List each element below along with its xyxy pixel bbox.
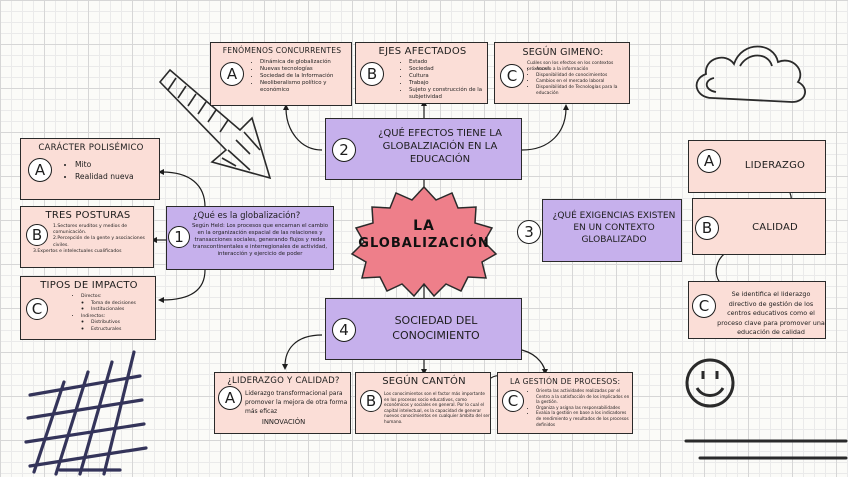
q1-title: ¿Qué es la globalización? bbox=[193, 211, 301, 221]
list-item: Distributivos bbox=[91, 320, 157, 327]
fenomenos-title: FENÓMENOS CONCURRENTES bbox=[222, 46, 342, 55]
calidad-title: CALIDAD bbox=[752, 222, 798, 233]
connector-q1-impacto bbox=[161, 269, 206, 301]
smiley-face-icon bbox=[685, 358, 735, 408]
polisemico-letter: A bbox=[28, 158, 52, 182]
list-item: Cambios en el mercado laboral bbox=[536, 79, 631, 85]
q3-number: 3 bbox=[517, 220, 541, 244]
connector-calidad-identifica bbox=[715, 249, 731, 286]
posturas-box: TRES POSTURAS 1.Sectores eruditos y medi… bbox=[20, 206, 154, 268]
q1-box: ¿Qué es la globalización? Según Held: Lo… bbox=[166, 206, 334, 270]
list-item: Estructurales bbox=[91, 327, 157, 334]
list-item: Disponibilidad de Tecnologías para la ed… bbox=[536, 85, 631, 97]
list-item: 2.Percepción de la gente y asociaciones … bbox=[53, 236, 145, 248]
liderazgo-letter: A bbox=[697, 149, 721, 173]
center-title-line1: LA bbox=[413, 218, 435, 234]
posturas-list: 1.Sectores eruditos y medios de comunica… bbox=[33, 224, 153, 255]
liderazgo-calidad-title: ¿LIDERAZGO Y CALIDAD? bbox=[227, 376, 340, 386]
fenomenos-letter: A bbox=[220, 62, 244, 86]
q2-title: ¿QUÉ EFECTOS TIENE LA GLOBALZIACIÓN EN L… bbox=[378, 128, 502, 165]
polisemico-title: CARÁCTER POLISÉMICO bbox=[38, 143, 144, 153]
list-item: Dinámica de globalización bbox=[260, 59, 351, 66]
list-item: Institucionales bbox=[91, 307, 157, 314]
fenomenos-list: Dinámica de globalización Nuevas tecnolo… bbox=[251, 59, 351, 94]
list-item: Evalúa la gestión en base a los indicado… bbox=[536, 410, 632, 427]
identifica-letter: C bbox=[692, 294, 716, 318]
liderazgo-calidad-letter: A bbox=[218, 386, 242, 410]
gimeno-intro: Cuáles son los efectos en los contextos … bbox=[527, 61, 614, 72]
list-item: Mito bbox=[75, 159, 134, 171]
ejes-title: EJES AFECTADOS bbox=[378, 46, 467, 57]
impacto-list: Directos: Toma de decisiones Institucion… bbox=[73, 294, 157, 334]
cloud-doodle-icon bbox=[695, 45, 806, 103]
center-title: LA GLOBALIZACIÓN bbox=[354, 218, 494, 252]
q3-box: ¿QUÉ EXIGENCIAS EXISTEN EN UN CONTEXTO G… bbox=[542, 199, 682, 262]
list-item: Sociedad bbox=[409, 66, 488, 73]
q4-number: 4 bbox=[332, 318, 356, 342]
list-item: Disponibilidad de conocimientos bbox=[536, 73, 631, 79]
connector-q2-gimeno bbox=[521, 107, 567, 151]
list-item: Cultura bbox=[409, 73, 488, 80]
list-item: Nuevas tecnologías bbox=[260, 66, 351, 73]
list-item: Orienta las actividades realizadas por e… bbox=[536, 388, 632, 405]
impacto-indirectos-label: Indirectos: bbox=[81, 313, 106, 319]
impacto-letter: C bbox=[26, 298, 48, 320]
liderazgo-calidad-box: ¿LIDERAZGO Y CALIDAD? Liderazgo transfor… bbox=[214, 372, 351, 434]
liderazgo-calidad-text: Liderazgo transformacional para promover… bbox=[245, 390, 348, 415]
gimeno-letter: C bbox=[500, 64, 524, 88]
hatch-doodle-icon bbox=[24, 350, 148, 476]
liderazgo-box: LIDERAZGO bbox=[688, 140, 826, 193]
list-item: 1.Sectores eruditos y medios de comunica… bbox=[53, 224, 128, 236]
q1-body: Según Held: Los procesos que encarnan el… bbox=[191, 223, 329, 257]
list-item: Directos: Toma de decisiones Institucion… bbox=[81, 294, 157, 314]
q2-box: ¿QUÉ EFECTOS TIENE LA GLOBALZIACIÓN EN L… bbox=[325, 118, 522, 180]
posturas-title: TRES POSTURAS bbox=[45, 210, 131, 221]
center-burst bbox=[350, 185, 498, 298]
connector-q4-gestion bbox=[521, 349, 546, 373]
canton-text: Los conocimientos son el factor más impo… bbox=[384, 391, 490, 424]
list-item: Organiza y asigna las responsabilidades bbox=[536, 405, 632, 411]
ejes-letter: B bbox=[360, 62, 384, 86]
list-item: Neoliberalismo político y económico bbox=[260, 80, 351, 94]
ejes-list: Estado Sociedad Cultura Trabajo Sujeto y… bbox=[400, 59, 488, 101]
liderazgo-title: LIDERAZGO bbox=[744, 160, 806, 171]
q1-number: 1 bbox=[168, 226, 190, 248]
gimeno-list: Acceso a la información Disponibilidad d… bbox=[527, 67, 631, 97]
gestion-list: Orienta las actividades realizadas por e… bbox=[528, 388, 632, 427]
gimeno-title: SEGÚN GIMENO: bbox=[522, 47, 604, 58]
polisemico-list: Mito Realidad nueva bbox=[65, 159, 134, 183]
gestion-title: LA GESTIÓN DE PROCESOS: bbox=[510, 377, 621, 386]
list-item: Acceso a la información bbox=[536, 67, 631, 73]
list-item: Trabajo bbox=[409, 80, 488, 87]
q4-box: SOCIEDAD DEL CONOCIMIENTO bbox=[325, 298, 522, 360]
arrow-doodle-icon bbox=[158, 68, 272, 180]
ejes-box: EJES AFECTADOS Estado Sociedad Cultura T… bbox=[355, 42, 488, 104]
connector-q2-fenomenos bbox=[285, 107, 323, 151]
list-item: Toma de decisiones bbox=[91, 301, 157, 308]
q4-title: SOCIEDAD DEL CONOCIMIENTO bbox=[392, 314, 480, 342]
list-item: Indirectos: Distributivos Estructurales bbox=[81, 314, 157, 334]
liderazgo-calidad-footer: INNOVACIÓN bbox=[261, 418, 306, 426]
connector-q1-polisemico bbox=[161, 171, 206, 208]
identifica-text: Se identifica el liderazgo directivo de … bbox=[717, 290, 825, 337]
impacto-title: TIPOS DE IMPACTO bbox=[40, 280, 138, 291]
connector-q4-liderazgo bbox=[284, 334, 323, 367]
canton-title: SEGÚN CANTÓN bbox=[382, 376, 466, 387]
list-item: Realidad nueva bbox=[75, 171, 134, 183]
q3-title: ¿QUÉ EXIGENCIAS EXISTEN EN UN CONTEXTO G… bbox=[552, 211, 676, 245]
impacto-directos-label: Directos: bbox=[81, 294, 102, 299]
canton-letter: B bbox=[360, 390, 382, 412]
list-item: Estado bbox=[409, 59, 488, 66]
gestion-letter: C bbox=[502, 390, 524, 412]
calidad-letter: B bbox=[695, 216, 719, 240]
center-title-line2: GLOBALIZACIÓN bbox=[358, 236, 490, 251]
scribble-lines-icon bbox=[684, 439, 848, 460]
list-item: Sujeto y construcción de la subjetividad bbox=[409, 87, 488, 101]
list-item: 3.Expertos e intelectuales cualificados bbox=[33, 248, 122, 254]
list-item: Sociedad de la Información bbox=[260, 73, 351, 80]
q2-number: 2 bbox=[332, 138, 356, 162]
posturas-letter: B bbox=[26, 224, 48, 246]
